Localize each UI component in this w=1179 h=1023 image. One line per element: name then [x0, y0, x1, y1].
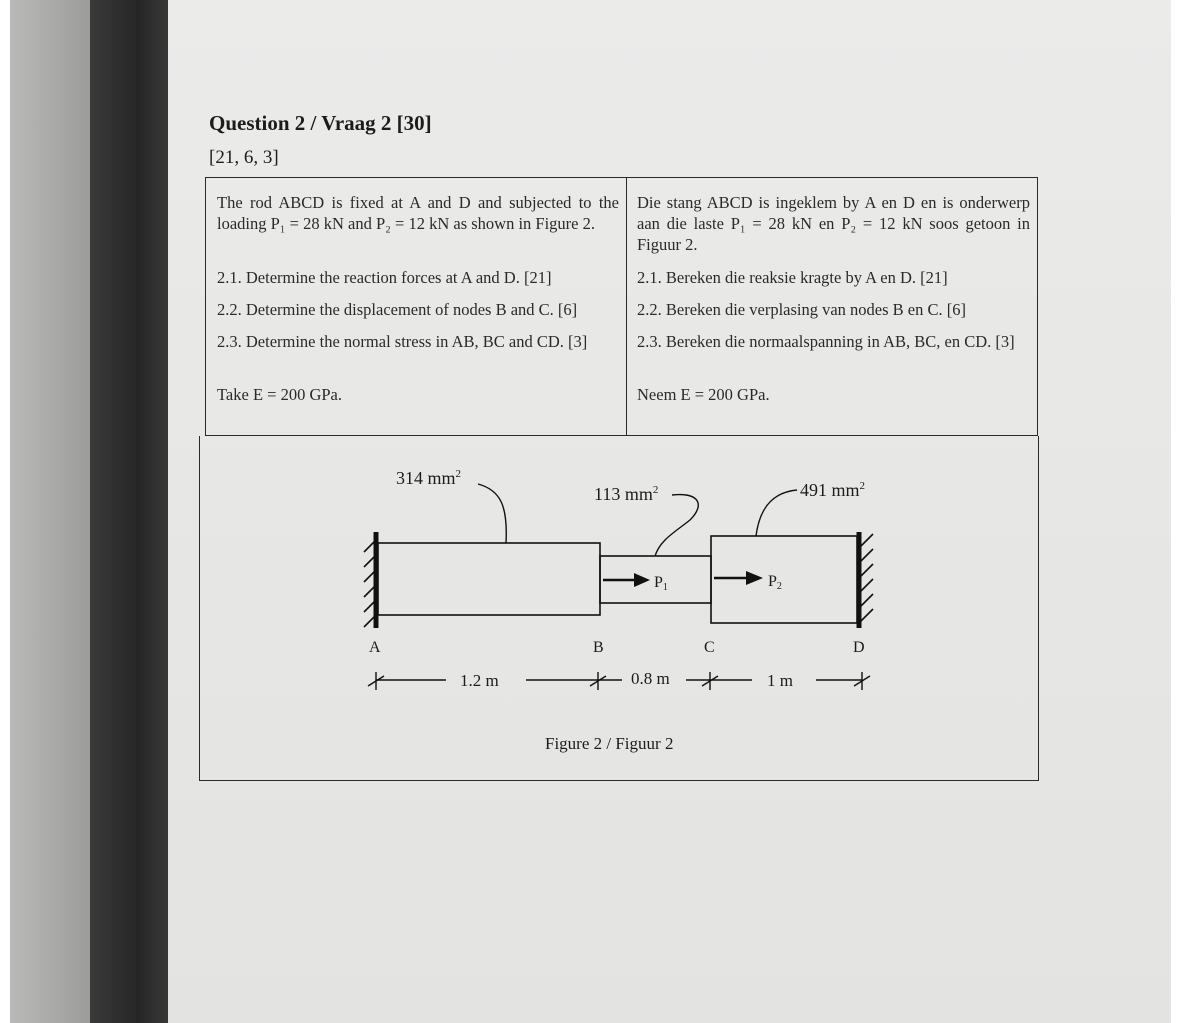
fixed-support-d	[856, 532, 874, 628]
english-question-2-1: 2.1. Determine the reaction forces at A …	[217, 268, 552, 287]
question-marks: [21, 6, 3]	[209, 147, 279, 168]
label-area-ab: 314 mm2	[396, 468, 461, 488]
figure-caption: Figure 2 / Figuur 2	[545, 734, 674, 753]
leader-area-bc	[654, 493, 699, 557]
dimension-line	[367, 672, 871, 690]
table-column-divider	[626, 177, 627, 436]
binder-spine-light	[10, 0, 90, 1023]
node-label-a: A	[369, 639, 381, 656]
afrikaans-question-2-3: 2.3. Bereken die normaalspanning in AB, …	[637, 332, 1015, 351]
fixed-support-a	[363, 532, 379, 628]
segment-cd	[710, 535, 858, 624]
load-arrow-p2	[714, 571, 763, 585]
label-p2: P2	[768, 573, 782, 592]
afrikaans-intro: Die stang ABCD is ingeklem by A en D en …	[637, 193, 1030, 254]
node-label-b: B	[593, 639, 604, 656]
leader-area-cd	[755, 489, 798, 537]
figure-frame	[199, 436, 1039, 781]
photo-edge-left	[0, 0, 10, 1023]
binder-spine-dark	[90, 0, 170, 1023]
segment-ab	[377, 542, 601, 616]
label-p1: P1	[654, 574, 668, 593]
dimension-ab: 1.2 m	[460, 671, 499, 690]
english-note: Take E = 200 GPa.	[217, 385, 342, 404]
paper-sheet	[168, 0, 1171, 1023]
label-area-cd: 491 mm2	[800, 480, 865, 500]
leader-area-ab	[477, 483, 507, 544]
load-arrow-p1	[603, 573, 650, 587]
label-area-bc: 113 mm2	[594, 484, 658, 504]
photo-edge-right	[1171, 0, 1179, 1023]
node-label-d: D	[853, 639, 865, 656]
afrikaans-question-2-1: 2.1. Bereken die reaksie kragte by A en …	[637, 268, 948, 287]
dimension-cd: 1 m	[767, 671, 793, 690]
node-label-c: C	[704, 639, 715, 656]
english-question-2-3: 2.3. Determine the normal stress in AB, …	[217, 332, 588, 351]
bilingual-table	[205, 177, 1038, 436]
afrikaans-question-2-2: 2.2. Bereken die verplasing van nodes B …	[637, 300, 967, 319]
afrikaans-note: Neem E = 200 GPa.	[637, 385, 770, 404]
dimension-bc: 0.8 m	[631, 669, 670, 688]
english-question-2-2: 2.2. Determine the displacement of nodes…	[217, 300, 578, 319]
question-title: Question 2 / Vraag 2 [30]	[209, 111, 432, 135]
english-intro: The rod ABCD is fixed at A and D and sub…	[217, 193, 619, 233]
